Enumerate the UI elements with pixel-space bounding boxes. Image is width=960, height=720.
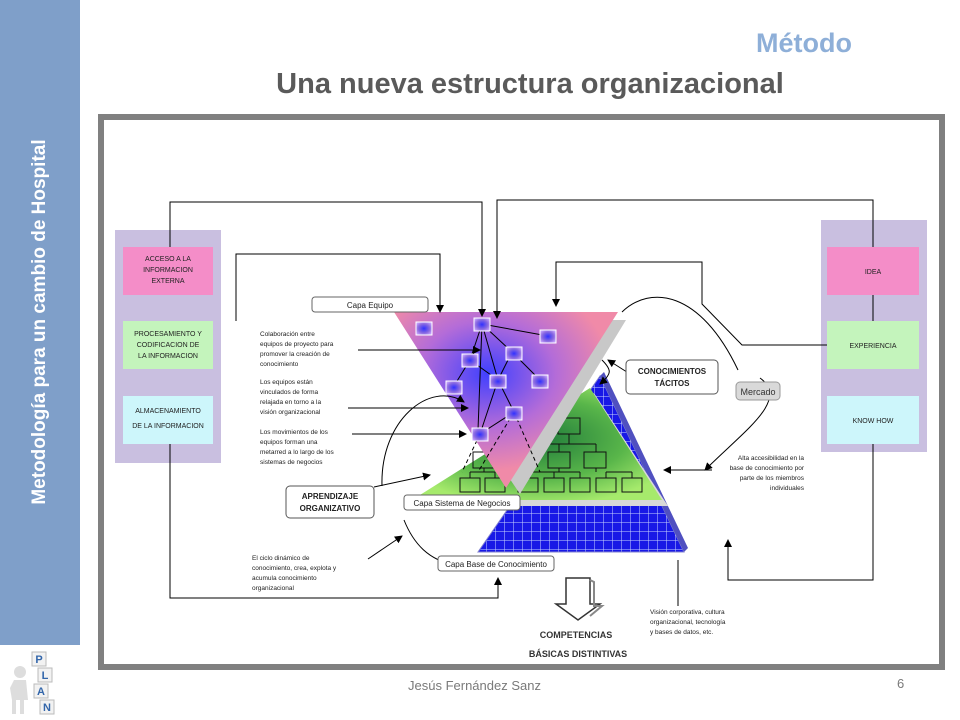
annotation-line: promover la creación de xyxy=(260,351,330,358)
team-node xyxy=(415,321,433,336)
team-layer-triangle xyxy=(394,312,618,488)
team-nodes xyxy=(415,317,557,442)
box-label: KNOW HOW xyxy=(853,418,894,425)
team-node xyxy=(505,346,523,361)
annotation-line: Colaboración entre xyxy=(260,331,315,338)
annotation-line: parte de los miembros xyxy=(740,475,805,482)
box-label: DE LA INFORMACION xyxy=(132,423,204,430)
annotation-line: relajada en torno a la xyxy=(260,399,321,406)
annotation-vinculados: Los equipos están vinculados de forma re… xyxy=(260,379,321,416)
layer-label: Capa Sistema de Negocios xyxy=(414,499,511,508)
box-label: LA INFORMACION xyxy=(138,353,198,360)
label-capa-sistema: Capa Sistema de Negocios xyxy=(403,494,521,511)
annotation-line: organizacional xyxy=(252,585,294,592)
box-label: IDEA xyxy=(865,269,882,276)
label-text: APRENDIZAJE xyxy=(302,492,359,501)
label-capa-equipo: Capa Equipo xyxy=(311,296,429,313)
team-node xyxy=(471,427,489,442)
box-label: PROCESAMIENTO Y xyxy=(134,331,202,338)
box-know-how: KNOW HOW xyxy=(827,396,919,444)
box-experiencia: EXPERIENCIA xyxy=(827,321,919,369)
annotation-line: base de conocimiento por xyxy=(730,465,805,472)
box-almacenamiento: ALMACENAMIENTO DE LA INFORMACION xyxy=(123,396,213,444)
annotation-line: visión organizacional xyxy=(260,409,321,416)
footer-author: Jesús Fernández Sanz xyxy=(408,678,541,693)
annotation-line: equipos de proyecto para xyxy=(260,341,334,348)
box-label: EXTERNA xyxy=(151,278,184,285)
box-label: EXPERIENCIA xyxy=(849,343,896,350)
box-acceso-informacion: ACCESO A LA INFORMACION EXTERNA xyxy=(123,247,213,295)
label-conocimientos-tacitos: CONOCIMIENTOS TÁCITOS xyxy=(625,359,719,395)
down-arrow-icon xyxy=(553,577,605,621)
annotation-line: Visión corporativa, cultura xyxy=(650,609,725,616)
plan-logo-icon: P L A N xyxy=(10,651,55,715)
label-text: Mercado xyxy=(740,387,775,397)
annotation-line: Los equipos están xyxy=(260,379,313,386)
annotation-line: organizacional, tecnología xyxy=(650,619,726,626)
sidebar: Metodología para un cambio de Hospital xyxy=(0,0,80,645)
label-capa-base: Capa Base de Conocimiento xyxy=(437,555,555,572)
annotation-line: metarred a lo largo de los xyxy=(260,449,334,456)
logo-letter: L xyxy=(42,670,49,682)
logo-letter: N xyxy=(43,702,51,714)
annotation-line: y bases de datos, etc. xyxy=(650,629,713,636)
box-label: CODIFICACION DE xyxy=(137,342,200,349)
logo-letter: A xyxy=(37,686,45,698)
annotation-line: conocimiento xyxy=(260,361,299,368)
team-node xyxy=(445,380,463,395)
annotation-colaboracion: Colaboración entre equipos de proyecto p… xyxy=(260,331,334,368)
team-node xyxy=(531,374,549,389)
box-procesamiento: PROCESAMIENTO Y CODIFICACION DE LA INFOR… xyxy=(123,321,213,369)
box-label: INFORMACION xyxy=(143,267,193,274)
annotation-ciclo: El ciclo dinámico de conocimiento, crea,… xyxy=(252,555,337,592)
annotation-line: Alta accesibilidad en la xyxy=(738,455,805,462)
section-title: Método xyxy=(756,28,852,58)
label-text: TÁCITOS xyxy=(655,379,691,388)
page-number: 6 xyxy=(897,676,905,691)
box-label: ALMACENAMIENTO xyxy=(135,408,201,415)
team-node xyxy=(489,374,507,389)
label-text: COMPETENCIAS xyxy=(540,630,613,640)
team-node xyxy=(473,317,491,332)
annotation-accesibilidad: Alta accesibilidad en la base de conocim… xyxy=(730,455,805,492)
label-aprendizaje: APRENDIZAJE ORGANIZATIVO xyxy=(285,485,375,519)
team-node xyxy=(505,406,523,421)
label-text: CONOCIMIENTOS xyxy=(638,367,707,376)
logo-letter: P xyxy=(35,654,42,666)
label-competencias: COMPETENCIAS BÁSICAS DISTINTIVAS xyxy=(529,630,627,659)
team-node xyxy=(539,329,557,344)
connectors xyxy=(169,199,874,606)
annotation-movimientos: Los movimientos de los equipos forman un… xyxy=(260,429,334,466)
team-node xyxy=(461,353,479,368)
annotation-line: individuales xyxy=(770,485,805,492)
label-text: BÁSICAS DISTINTIVAS xyxy=(529,649,627,659)
annotation-line: sistemas de negocios xyxy=(260,459,323,466)
box-label: ACCESO A LA xyxy=(145,256,191,263)
annotation-line: equipos forman una xyxy=(260,439,318,446)
team-network xyxy=(453,323,549,473)
layer-label: Capa Equipo xyxy=(347,301,394,310)
annotation-line: conocimiento, crea, explota y xyxy=(252,565,337,572)
layer-label: Capa Base de Conocimiento xyxy=(445,560,547,569)
box-idea: IDEA xyxy=(827,247,919,295)
label-text: ORGANIZATIVO xyxy=(300,504,361,513)
annotation-line: vinculados de forma xyxy=(260,389,319,396)
annotation-line: El ciclo dinámico de xyxy=(252,555,310,562)
knowledge-base-triangle-edge xyxy=(600,372,688,552)
annotation-line: Los movimientos de los xyxy=(260,429,329,436)
annotation-line: acumula conocimiento xyxy=(252,575,317,582)
label-mercado: Mercado xyxy=(735,381,781,401)
page-title: Una nueva estructura organizacional xyxy=(276,68,784,100)
annotation-vision: Visión corporativa, cultura organizacion… xyxy=(650,609,726,636)
